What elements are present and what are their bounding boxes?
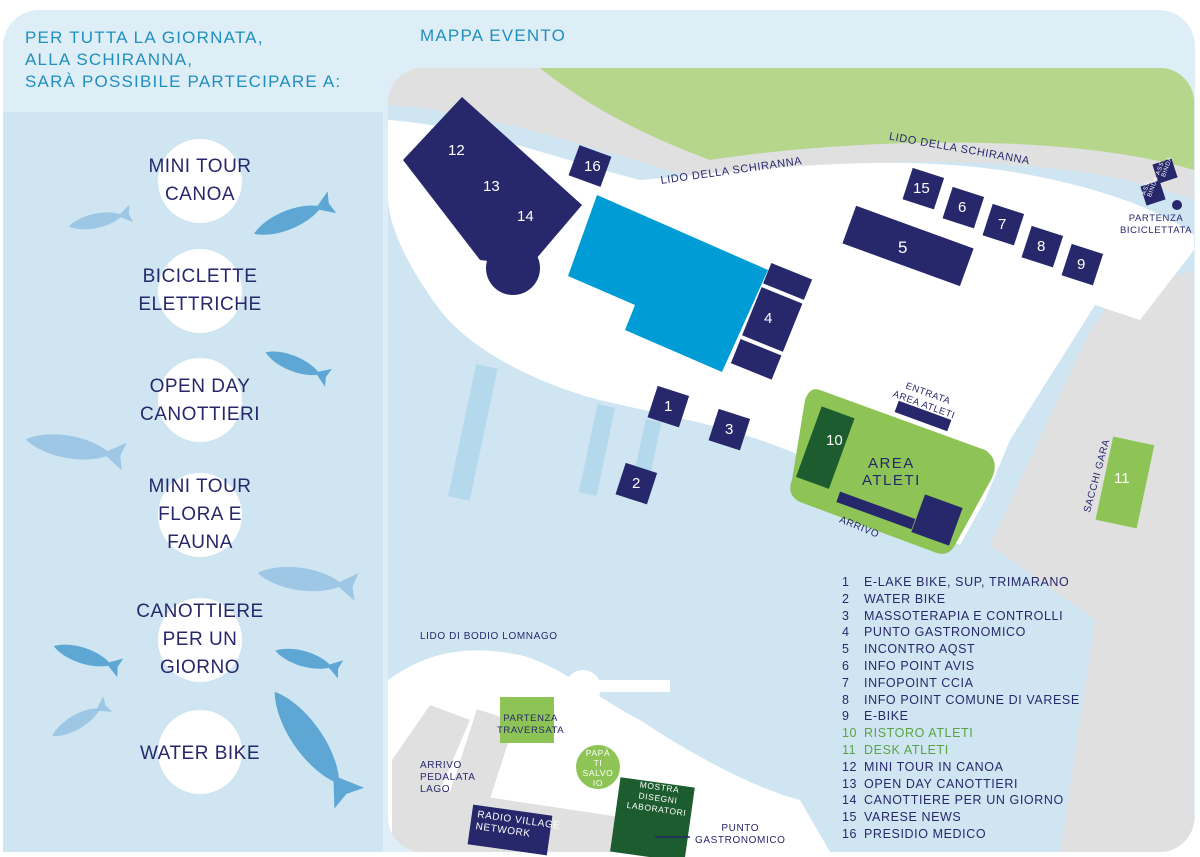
- label-area-atleti: AREA ATLETI: [862, 455, 921, 489]
- marker-15: 15: [913, 180, 930, 197]
- marker-12: 12: [448, 142, 465, 159]
- building-12-13-14: [403, 97, 582, 295]
- marker-13: 13: [483, 178, 500, 195]
- label-punto-gastronomico: PUNTO GASTRONOMICO: [695, 823, 786, 846]
- marker-8: 8: [1037, 238, 1046, 255]
- marker-11: 11: [1114, 470, 1130, 487]
- activity-canottiere: CANOTTIERE PER UN GIORNO: [136, 601, 264, 678]
- activity-biciclette: BICICLETTE ELETTRICHE: [138, 266, 262, 315]
- activity-flora-fauna: MINI TOUR FLORA E FAUNA: [148, 476, 252, 553]
- label-partenza-traversata: PARTENZA TRAVERSATA: [497, 713, 565, 736]
- marker-6: 6: [958, 199, 967, 216]
- activity-open-day: OPEN DAY CANOTTIERI: [139, 376, 261, 425]
- marker-3: 3: [725, 421, 734, 438]
- label-lido-bodio: LIDO DI BODIO LOMNAGO: [420, 631, 558, 642]
- marker-16: 16: [584, 158, 601, 175]
- marker-14: 14: [517, 208, 534, 225]
- marker-5: 5: [898, 238, 908, 257]
- marker-10: 10: [826, 432, 843, 449]
- pool: [568, 195, 768, 372]
- label-papa-ti-salvo-io: PAPÀ TI SALVO IO: [582, 748, 614, 788]
- marker-7: 7: [998, 216, 1007, 233]
- map-title: MAPPA EVENTO: [420, 26, 567, 45]
- label-partenza-bici: PARTENZA BICICLETTATA: [1120, 213, 1193, 236]
- marker-4: 4: [764, 310, 773, 327]
- activity-mini-tour-canoa: MINI TOUR CANOA: [148, 156, 252, 205]
- marker-9: 9: [1077, 256, 1086, 273]
- marker-2: 2: [632, 475, 641, 492]
- intro-text: PER TUTTA LA GIORNATA, ALLA SCHIRANNA, S…: [25, 28, 342, 91]
- activity-water-bike: WATER BIKE: [139, 743, 261, 764]
- marker-1: 1: [664, 398, 673, 415]
- label-arrivo-pedalata: ARRIVO PEDALATA LAGO: [420, 760, 476, 795]
